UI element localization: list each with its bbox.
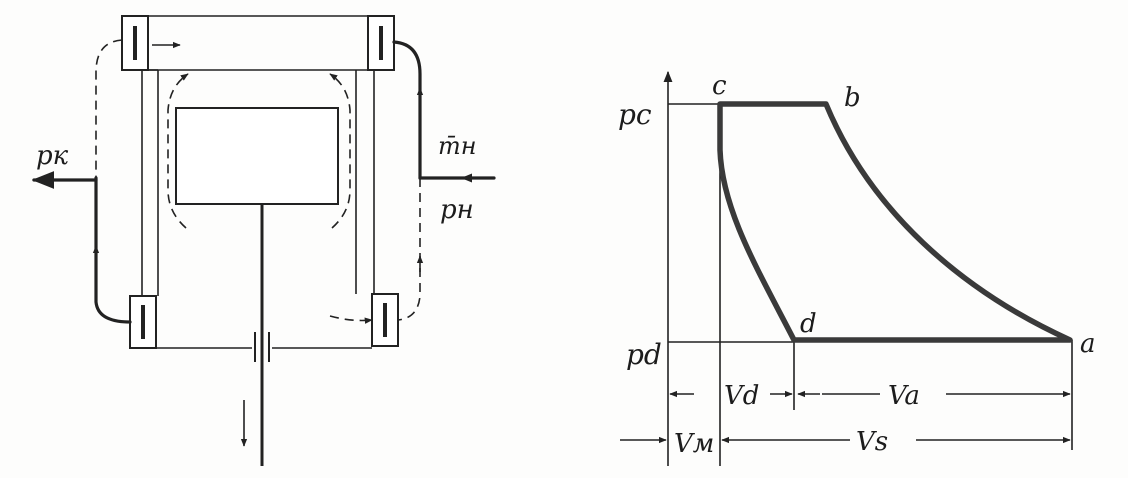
point-label-d: d (800, 309, 817, 339)
left-outlet-path (94, 176, 132, 324)
valve-bottom-left (129, 295, 157, 349)
point-label-a: a (1080, 329, 1096, 359)
machine-schematic: pк m̄н pн (31, 15, 496, 466)
valve-top-right (367, 15, 395, 71)
pv-diagram: c b d a pc pd Vd Va Vм Vs (618, 70, 1096, 466)
label-v-a: Va (888, 381, 920, 411)
label-v-s: Vs (856, 427, 888, 457)
left-loop-dashed (95, 39, 123, 178)
right-loop-dashed (397, 178, 421, 321)
flow-arc-left (167, 73, 189, 229)
label-v-m: Vм (674, 429, 714, 459)
label-p-k: pк (36, 141, 69, 171)
right-loop-solid (392, 40, 422, 180)
point-label-c: c (712, 71, 727, 101)
flow-arc-right (329, 73, 351, 229)
label-m-h: m̄н (438, 132, 477, 160)
right-cylinder (355, 70, 375, 294)
label-v-d: Vd (724, 381, 759, 411)
valve-bottom-right (371, 293, 399, 347)
label-p-h: pн (440, 195, 474, 225)
pv-cycle-curve (717, 101, 1073, 343)
central-body (175, 107, 339, 205)
inlet-valve-dash (329, 315, 373, 324)
left-cylinder (141, 69, 159, 296)
valve-top-left (121, 15, 149, 71)
point-label-b: b (844, 83, 861, 113)
axis-label-pc: pc (618, 98, 652, 131)
axis-label-pd: pd (626, 338, 662, 371)
